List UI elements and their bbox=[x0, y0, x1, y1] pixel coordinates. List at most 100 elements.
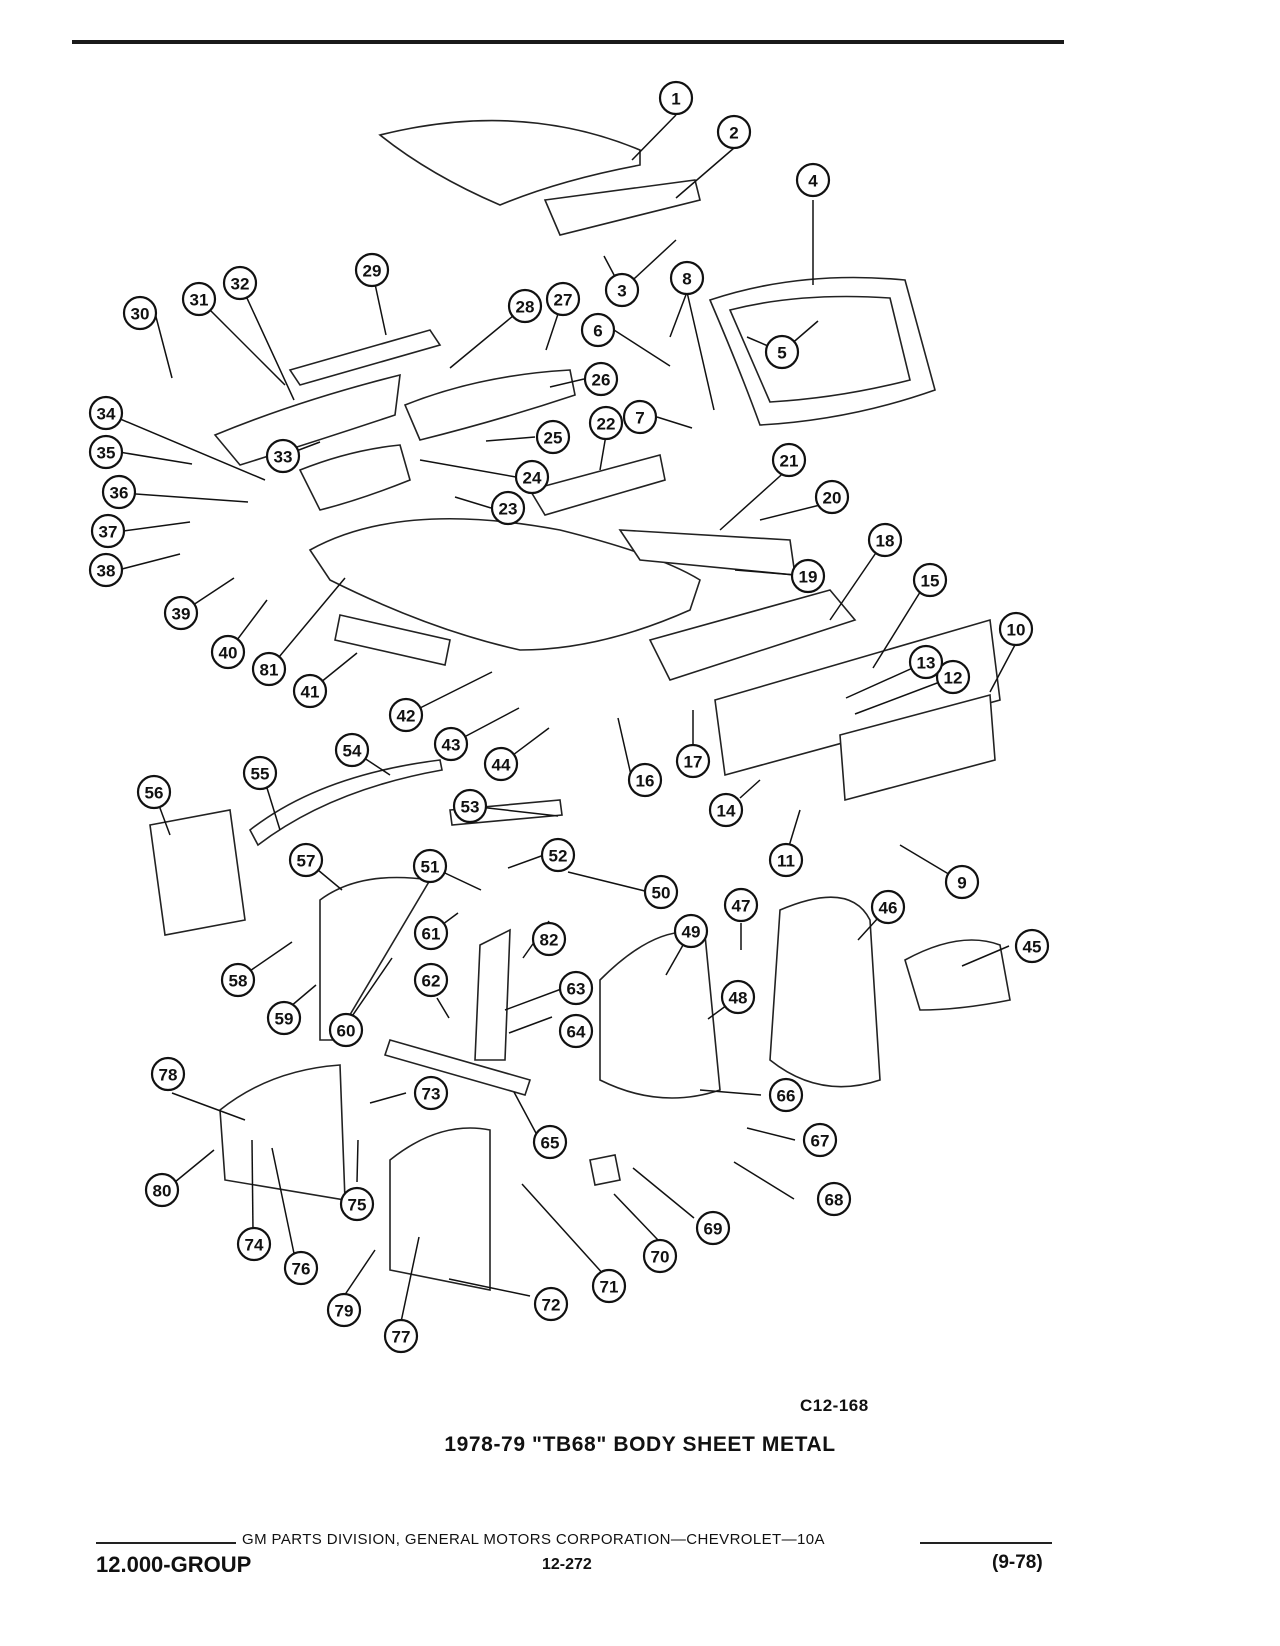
callout-69: 69 bbox=[695, 1210, 731, 1246]
callout-number: 66 bbox=[777, 1087, 796, 1106]
callout-number: 18 bbox=[876, 532, 895, 551]
center-pillar bbox=[474, 928, 511, 1061]
rear-floor-crossmember bbox=[528, 454, 666, 516]
callout-number: 77 bbox=[392, 1328, 411, 1347]
callout-8: 8 bbox=[669, 260, 705, 296]
callout-number: 26 bbox=[592, 371, 611, 390]
callout-73: 73 bbox=[413, 1075, 449, 1111]
callout-63: 63 bbox=[558, 970, 594, 1006]
callout-number: 56 bbox=[145, 784, 164, 803]
callout-49: 49 bbox=[673, 913, 709, 949]
callout-31: 31 bbox=[181, 281, 217, 317]
callout-number: 81 bbox=[260, 661, 279, 680]
callout-number: 46 bbox=[879, 899, 898, 918]
callout-number: 15 bbox=[921, 572, 940, 591]
callout-55: 55 bbox=[242, 755, 278, 791]
callout-26: 26 bbox=[583, 361, 619, 397]
callout-4: 4 bbox=[795, 162, 831, 198]
callout-72: 72 bbox=[533, 1286, 569, 1322]
callout-37: 37 bbox=[90, 513, 126, 549]
callout-33: 33 bbox=[265, 438, 301, 474]
footer-rule-left bbox=[96, 1542, 236, 1544]
callout-number: 32 bbox=[231, 275, 250, 294]
callout-59: 59 bbox=[266, 1000, 302, 1036]
front-header-panel bbox=[288, 329, 442, 386]
callout-71: 71 bbox=[591, 1268, 627, 1304]
callout-number: 53 bbox=[461, 798, 480, 817]
callout-number: 42 bbox=[397, 707, 416, 726]
callout-5: 5 bbox=[764, 334, 800, 370]
callout-number: 44 bbox=[492, 756, 511, 775]
callout-number: 51 bbox=[421, 858, 440, 877]
callout-number: 76 bbox=[292, 1260, 311, 1279]
callout-36: 36 bbox=[101, 474, 137, 510]
rocker-panel-front bbox=[334, 614, 451, 666]
callout-number: 13 bbox=[917, 654, 936, 673]
callout-number: 80 bbox=[153, 1182, 172, 1201]
callout-number: 3 bbox=[617, 282, 626, 301]
callout-62: 62 bbox=[413, 962, 449, 998]
callout-60: 60 bbox=[328, 1012, 364, 1048]
fuel-filler-door bbox=[589, 1154, 621, 1186]
callout-number: 30 bbox=[131, 305, 150, 324]
callout-number: 28 bbox=[516, 298, 535, 317]
floor-pan bbox=[308, 517, 701, 651]
callout-number: 64 bbox=[567, 1023, 586, 1042]
callout-number: 71 bbox=[600, 1278, 619, 1297]
callout-39: 39 bbox=[163, 595, 199, 631]
callout-number: 61 bbox=[422, 925, 441, 944]
callout-number: 52 bbox=[549, 847, 568, 866]
callout-41: 41 bbox=[292, 673, 328, 709]
callout-number: 62 bbox=[422, 972, 441, 991]
callout-number: 63 bbox=[567, 980, 586, 999]
figure-id: C12-168 bbox=[800, 1396, 869, 1415]
callout-14: 14 bbox=[708, 792, 744, 828]
callout-51: 51 bbox=[412, 848, 448, 884]
callout-number: 37 bbox=[99, 523, 118, 542]
callout-19: 19 bbox=[790, 558, 826, 594]
callout-number: 12 bbox=[944, 669, 963, 688]
callout-number: 41 bbox=[301, 683, 320, 702]
footer-group: 12.000-GROUP bbox=[96, 1552, 252, 1577]
callout-number: 49 bbox=[682, 923, 701, 942]
quarter-panel-outer bbox=[599, 931, 721, 1099]
callout-number: 45 bbox=[1023, 938, 1042, 957]
callout-80: 80 bbox=[144, 1172, 180, 1208]
callout-number: 60 bbox=[337, 1022, 356, 1041]
callout-48: 48 bbox=[720, 979, 756, 1015]
callout-number: 6 bbox=[593, 322, 602, 341]
callout-58: 58 bbox=[220, 962, 256, 998]
figure-title: 1978-79 "TB68" BODY SHEET METAL bbox=[444, 1433, 836, 1456]
callout-67: 67 bbox=[802, 1122, 838, 1158]
callout-number: 23 bbox=[499, 500, 518, 519]
callout-number: 78 bbox=[159, 1066, 178, 1085]
callout-76: 76 bbox=[283, 1250, 319, 1286]
callout-40: 40 bbox=[210, 634, 246, 670]
callout-number: 25 bbox=[544, 429, 563, 448]
shroud-panel bbox=[298, 444, 411, 511]
callout-6: 6 bbox=[580, 312, 616, 348]
callout-64: 64 bbox=[558, 1013, 594, 1049]
callout-53: 53 bbox=[452, 788, 488, 824]
callout-32: 32 bbox=[222, 265, 258, 301]
callout-21: 21 bbox=[771, 442, 807, 478]
callout-54: 54 bbox=[334, 732, 370, 768]
callout-20: 20 bbox=[814, 479, 850, 515]
callout-23: 23 bbox=[490, 490, 526, 526]
callout-number: 19 bbox=[799, 568, 818, 587]
callout-7: 7 bbox=[622, 399, 658, 435]
callout-35: 35 bbox=[88, 434, 124, 470]
callout-22: 22 bbox=[588, 405, 624, 441]
callout-number: 67 bbox=[811, 1132, 830, 1151]
callout-number: 74 bbox=[245, 1236, 264, 1255]
callout-17: 17 bbox=[675, 743, 711, 779]
front-door bbox=[219, 1064, 346, 1201]
callout-number: 9 bbox=[957, 874, 966, 893]
callout-13: 13 bbox=[908, 644, 944, 680]
callout-11: 11 bbox=[768, 842, 804, 878]
rocker-sill bbox=[383, 1039, 532, 1096]
callout-number: 27 bbox=[554, 291, 573, 310]
callout-number: 20 bbox=[823, 489, 842, 508]
callout-number: 82 bbox=[540, 931, 559, 950]
callout-47: 47 bbox=[723, 887, 759, 923]
